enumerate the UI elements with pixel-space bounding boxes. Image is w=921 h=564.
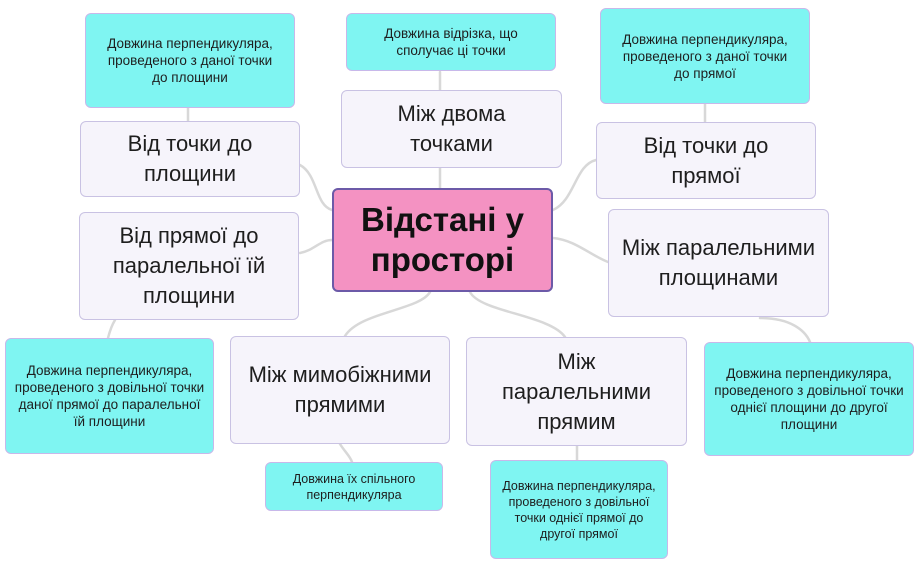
link-parallel-planes-note (758, 316, 812, 344)
note-two-points[interactable]: Довжина відрізка, що сполучає ці точки (346, 13, 556, 71)
topic-point-to-line[interactable]: Від точки до прямої (596, 122, 816, 199)
central-topic[interactable]: Відстані у просторі (332, 188, 553, 292)
topic-two-points-label: Між двома точками (397, 101, 506, 156)
topic-parallel-planes-label: Між паралельними площинами (621, 235, 816, 290)
link-central-line-plane (298, 238, 334, 255)
note-skew-lines-text: Довжина їх спільного перпендикуляра (292, 471, 416, 502)
topic-point-to-plane[interactable]: Від точки до площини (80, 121, 300, 197)
link-central-parallel-lines (468, 290, 567, 339)
topic-line-to-plane-label: Від прямої до паралельної їй площини (112, 223, 266, 308)
note-line-to-plane[interactable]: Довжина перпендикуляра, проведеного з до… (5, 338, 214, 454)
central-topic-label: Відстані у просторі (360, 201, 524, 278)
topic-parallel-lines-label: Між паралельними прямим (501, 348, 652, 434)
note-parallel-lines-text: Довжина перпендикуляра, проведеного з до… (502, 478, 656, 541)
note-parallel-lines[interactable]: Довжина перпендикуляра, проведеного з до… (490, 460, 668, 559)
note-line-to-plane-text: Довжина перпендикуляра, проведеного з до… (14, 363, 205, 429)
topic-two-points[interactable]: Між двома точками (341, 90, 562, 168)
topic-parallel-lines[interactable]: Між паралельними прямим (466, 337, 687, 446)
note-parallel-planes-text: Довжина перпендикуляра, проведеного з до… (714, 366, 904, 432)
note-point-to-plane-text: Довжина перпендикуляра, проведеного з да… (107, 36, 273, 85)
topic-skew-lines[interactable]: Між мимобіжними прямими (230, 336, 450, 444)
note-point-to-line-text: Довжина перпендикуляра, проведеного з да… (622, 31, 788, 81)
topic-point-to-line-label: Від точки до прямої (643, 132, 769, 188)
topic-parallel-planes[interactable]: Між паралельними площинами (608, 209, 829, 317)
link-central-point-line (551, 158, 598, 212)
link-central-skew-lines (343, 290, 432, 338)
link-line-plane-note (106, 318, 117, 340)
link-central-parallel-planes (551, 236, 610, 264)
topic-line-to-plane[interactable]: Від прямої до паралельної їй площини (79, 212, 299, 320)
link-central-point-plane (298, 163, 334, 212)
link-skew-lines-note (338, 442, 354, 464)
topic-skew-lines-label: Між мимобіжними прямими (248, 362, 432, 417)
note-point-to-plane[interactable]: Довжина перпендикуляра, проведеного з да… (85, 13, 295, 108)
topic-point-to-plane-label: Від точки до площини (127, 131, 253, 186)
note-parallel-planes[interactable]: Довжина перпендикуляра, проведеного з до… (704, 342, 914, 456)
note-skew-lines[interactable]: Довжина їх спільного перпендикуляра (265, 462, 443, 511)
note-two-points-text: Довжина відрізка, що сполучає ці точки (384, 26, 518, 58)
note-point-to-line[interactable]: Довжина перпендикуляра, проведеного з да… (600, 8, 810, 104)
